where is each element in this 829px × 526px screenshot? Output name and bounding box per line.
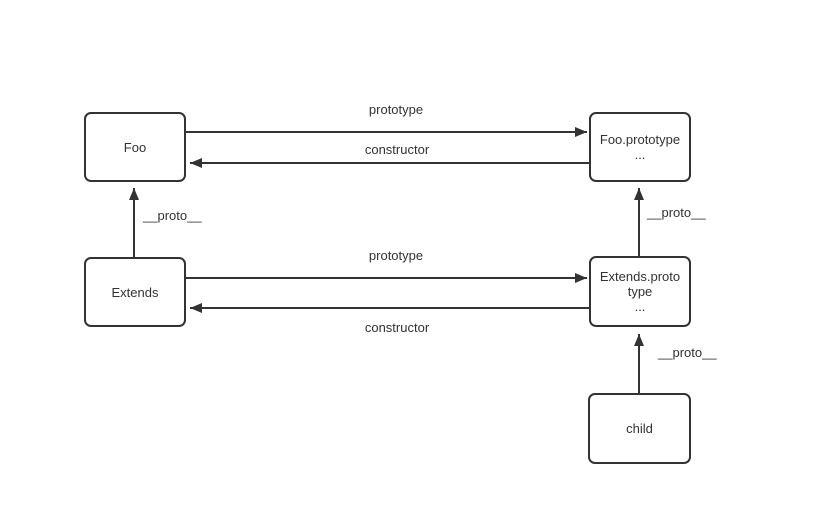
node-extends-prototype-ellipsis: ... bbox=[634, 299, 646, 314]
edge-label-foo-prototype: prototype bbox=[368, 102, 424, 117]
edge-label-foo-constructor: constructor bbox=[364, 142, 430, 157]
node-extends-label: Extends bbox=[111, 284, 159, 300]
node-child-label: child bbox=[626, 421, 653, 436]
node-foo-prototype: Foo.prototype ... bbox=[589, 112, 691, 182]
node-extends-prototype-label-line2: type bbox=[627, 284, 653, 299]
edge-label-extends-prototype: prototype bbox=[368, 248, 424, 263]
edge-label-extends-constructor: constructor bbox=[364, 320, 430, 335]
edge-label-child-proto: __proto__ bbox=[658, 345, 717, 360]
node-foo-label: Foo bbox=[123, 139, 147, 155]
node-extends: Extends bbox=[84, 257, 186, 327]
edge-label-extends-prototype-proto: __proto__ bbox=[647, 205, 706, 220]
edge-label-extends-proto: __proto__ bbox=[143, 208, 202, 223]
node-foo-prototype-ellipsis: ... bbox=[634, 147, 646, 162]
node-foo-prototype-label: Foo.prototype bbox=[599, 132, 681, 147]
node-foo: Foo bbox=[84, 112, 186, 182]
node-extends-prototype-label-line1: Extends.proto bbox=[599, 269, 681, 284]
node-child: child bbox=[588, 393, 691, 464]
node-extends-prototype: Extends.proto type ... bbox=[589, 256, 691, 327]
